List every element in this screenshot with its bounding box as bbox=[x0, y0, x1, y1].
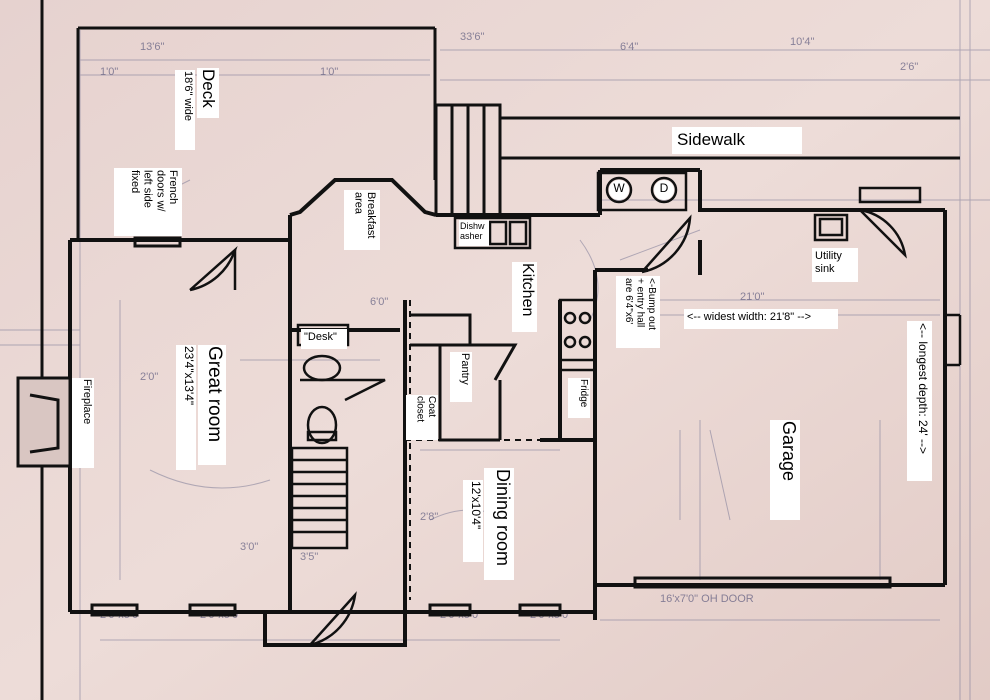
svg-text:2'0": 2'0" bbox=[140, 371, 158, 383]
french-doors-label: French doors w/ left side fixed bbox=[114, 168, 182, 236]
stairs bbox=[290, 446, 349, 550]
svg-text:16'x7'0" OH DOOR: 16'x7'0" OH DOOR bbox=[660, 593, 754, 605]
laundry bbox=[596, 171, 688, 212]
utility-sink-fixture bbox=[813, 213, 849, 242]
windows bbox=[90, 236, 892, 617]
dryer-label: D bbox=[654, 180, 674, 200]
svg-text:3'0": 3'0" bbox=[240, 541, 258, 553]
svg-text:1'0": 1'0" bbox=[320, 66, 338, 78]
door-swings bbox=[189, 186, 962, 647]
svg-text:10'4": 10'4" bbox=[790, 36, 814, 48]
dining-room-label: Dining room bbox=[484, 468, 514, 580]
svg-text:6'4": 6'4" bbox=[620, 41, 638, 53]
dashed-lines bbox=[405, 300, 595, 600]
fireplace-label: Fireplace bbox=[72, 378, 94, 468]
svg-text:1'0": 1'0" bbox=[100, 66, 118, 78]
deck-label: Deck bbox=[197, 68, 219, 118]
longest-depth-label: <-- longest depth: 24' --> bbox=[907, 321, 932, 481]
great-room-label: Great room bbox=[198, 345, 226, 465]
svg-text:3'5": 3'5" bbox=[300, 551, 318, 563]
walls bbox=[68, 168, 947, 647]
great-room-dims-label: 23'4"x13'4" bbox=[176, 345, 196, 470]
desk-label: "Desk" bbox=[301, 329, 347, 349]
kitchen-label: Kitchen bbox=[512, 262, 537, 332]
coat-closet-label: Coat closet bbox=[406, 395, 438, 440]
utility-sink-label: Utility sink bbox=[812, 248, 858, 282]
fridge-label: Fridge bbox=[568, 378, 590, 418]
garage-label: Garage bbox=[770, 420, 800, 520]
svg-text:13'6": 13'6" bbox=[140, 41, 164, 53]
svg-text:2'6": 2'6" bbox=[900, 61, 918, 73]
svg-text:21'0": 21'0" bbox=[740, 291, 764, 303]
sidewalk-label: Sidewalk bbox=[672, 127, 802, 154]
fireplace-unit bbox=[16, 376, 72, 468]
deck-width-label: 18'6" wide bbox=[175, 70, 195, 150]
kitchen-fixtures bbox=[453, 216, 597, 442]
widest-width-label: <-- widest width: 21'8" --> bbox=[684, 309, 838, 329]
svg-text:6'0": 6'0" bbox=[370, 296, 388, 308]
washer-label: W bbox=[609, 180, 629, 200]
svg-text:33'6": 33'6" bbox=[460, 31, 484, 43]
property-lines bbox=[40, 0, 960, 700]
dining-dims-label: 12'x10'4" bbox=[463, 480, 483, 562]
svg-text:2'8": 2'8" bbox=[420, 511, 438, 523]
bump-out-label: <-Bump out + entry hall are 6'4"x6' bbox=[616, 276, 660, 348]
breakfast-area-label: Breakfast area bbox=[344, 190, 380, 250]
pantry-label: Pantry bbox=[450, 352, 472, 402]
dishwasher-label: Dishw asher bbox=[459, 220, 489, 246]
